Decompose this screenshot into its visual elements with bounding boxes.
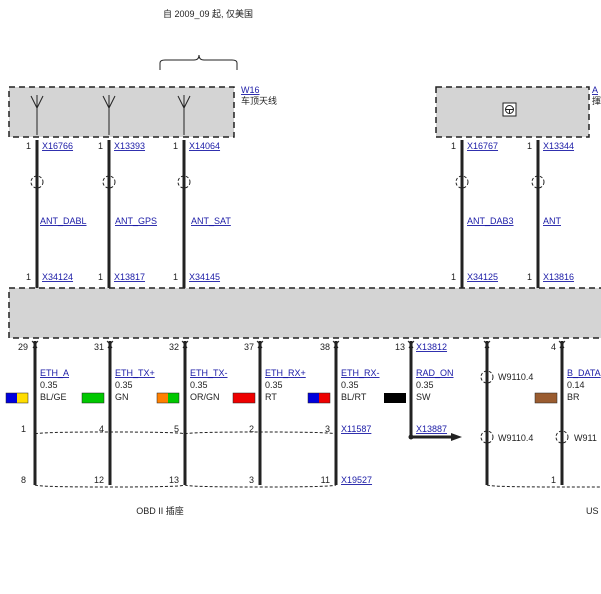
eth-rx-minus-pin-mid: 3 bbox=[325, 424, 330, 434]
obd-socket-label: OBD II 插座 bbox=[136, 505, 184, 516]
header-note: 自 2009_09 起, 仅美国 bbox=[163, 8, 253, 19]
roof-antenna-id-link[interactable]: W16 bbox=[241, 85, 260, 95]
eth-rx-plus-pin-top: 37 bbox=[244, 342, 254, 352]
b-data-signal[interactable]: B_DATA bbox=[567, 368, 601, 378]
antenna-wire-4-top-connector[interactable]: X16767 bbox=[467, 141, 498, 151]
eth-a-signal[interactable]: ETH_A bbox=[40, 368, 69, 378]
eth-tx-plus-size: 0.35 bbox=[115, 380, 133, 390]
rad-on-color-code: SW bbox=[416, 392, 431, 402]
rad-on-pin-top: 13 bbox=[395, 342, 405, 352]
rad-on-size: 0.35 bbox=[416, 380, 434, 390]
eth-rx-plus-pin-mid: 2 bbox=[249, 424, 254, 434]
antenna-wire-2-top-connector[interactable]: X13393 bbox=[114, 141, 145, 151]
antenna-wire-5-signal[interactable]: ANT bbox=[543, 216, 562, 226]
eth-tx-minus-signal[interactable]: ETH_TX- bbox=[190, 368, 228, 378]
antenna-icon-3 bbox=[177, 95, 191, 135]
eth-rx-plus-color-code: RT bbox=[265, 392, 277, 402]
eth-tx-plus-pin-bottom: 12 bbox=[94, 475, 104, 485]
antenna-wire-3-bottom-connector[interactable]: X34145 bbox=[189, 272, 220, 282]
b-data-color-code: BR bbox=[567, 392, 580, 402]
antenna-wire-3-pin-top: 1 bbox=[173, 141, 178, 151]
antenna-wire-3-pin-bottom: 1 bbox=[173, 272, 178, 282]
rad-on-color-swatch bbox=[384, 393, 406, 403]
antenna-wire-1-pin-bottom: 1 bbox=[26, 272, 31, 282]
antenna-wire-1-top-connector[interactable]: X16766 bbox=[42, 141, 73, 151]
b-data-pin-top: 4 bbox=[551, 342, 556, 352]
b-data-pin-bottom: 1 bbox=[551, 475, 556, 485]
eth-a-pin-mid: 1 bbox=[21, 424, 26, 434]
eth-tx-minus-size: 0.35 bbox=[190, 380, 208, 390]
eth-rx-plus-color-swatch bbox=[232, 392, 256, 404]
eth-tx-plus-color-swatch bbox=[81, 392, 105, 404]
eth-rx-minus-pin-bottom: 11 bbox=[321, 475, 330, 485]
antenna-group-brace bbox=[159, 54, 238, 70]
antenna-wire-5-bottom-connector[interactable]: X13816 bbox=[543, 272, 574, 282]
splice-b-label: W9110.4 bbox=[498, 433, 533, 443]
bottom-wire-lines bbox=[33, 341, 569, 485]
right-module-id-link[interactable]: A bbox=[592, 85, 598, 95]
eth-rx-minus-color-swatch bbox=[307, 392, 331, 404]
usb-label: US bbox=[586, 506, 599, 516]
eth-tx-minus-pin-top: 32 bbox=[169, 342, 179, 352]
eth-a-pin-top: 29 bbox=[18, 342, 28, 352]
arrow-target-connector[interactable]: X13887 bbox=[416, 424, 447, 434]
eth-tx-plus-color-code: GN bbox=[115, 392, 129, 402]
eth-tx-plus-signal[interactable]: ETH_TX+ bbox=[115, 368, 155, 378]
antenna-wire-4-pin-bottom: 1 bbox=[451, 272, 456, 282]
eth-tx-minus-color-code: OR/GN bbox=[190, 392, 220, 402]
eth-tx-minus-pin-mid: 5 bbox=[174, 424, 179, 434]
eth-a-color-swatch bbox=[5, 392, 29, 404]
antenna-wire-2-bottom-connector[interactable]: X13817 bbox=[114, 272, 145, 282]
antenna-wire-3-signal[interactable]: ANT_SAT bbox=[191, 216, 231, 226]
antenna-icon-1 bbox=[30, 95, 44, 135]
steering-wheel-icon bbox=[502, 102, 517, 117]
antenna-wire-5-top-connector[interactable]: X13344 bbox=[543, 141, 574, 151]
control-unit-module bbox=[8, 287, 601, 339]
antenna-wire-4-signal[interactable]: ANT_DAB3 bbox=[467, 216, 514, 226]
roof-antenna-module bbox=[8, 86, 235, 138]
eth-rx-plus-pin-bottom: 3 bbox=[249, 475, 254, 485]
obd-connector-link[interactable]: X19527 bbox=[341, 475, 372, 485]
b-data-color-swatch bbox=[534, 392, 558, 404]
antenna-wire-4-bottom-connector[interactable]: X34125 bbox=[467, 272, 498, 282]
eth-tx-plus-pin-top: 31 bbox=[94, 342, 104, 352]
antenna-wire-1-bottom-connector[interactable]: X34124 bbox=[42, 272, 73, 282]
eth-tx-minus-color-swatch bbox=[156, 392, 180, 404]
rad-on-signal[interactable]: RAD_ON bbox=[416, 368, 454, 378]
antenna-wire-lines bbox=[30, 140, 545, 288]
eth-a-pin-bottom: 8 bbox=[21, 475, 26, 485]
eth-tx-plus-pin-mid: 4 bbox=[99, 424, 104, 434]
eth-rx-minus-signal[interactable]: ETH_RX- bbox=[341, 368, 380, 378]
antenna-wire-3-top-connector[interactable]: X14064 bbox=[189, 141, 220, 151]
splice-a-label: W9110.4 bbox=[498, 372, 533, 382]
antenna-wire-5-pin-bottom: 1 bbox=[527, 272, 532, 282]
antenna-wire-2-pin-bottom: 1 bbox=[98, 272, 103, 282]
right-module-name: 揮 bbox=[592, 95, 601, 106]
antenna-wire-1-pin-top: 1 bbox=[26, 141, 31, 151]
eth-rx-minus-size: 0.35 bbox=[341, 380, 359, 390]
eth-a-size: 0.35 bbox=[40, 380, 58, 390]
eth-rx-minus-color-code: BL/RT bbox=[341, 392, 367, 402]
eth-rx-plus-signal[interactable]: ETH_RX+ bbox=[265, 368, 306, 378]
connector-brackets bbox=[31, 340, 601, 488]
eth-tx-minus-pin-bottom: 13 bbox=[169, 475, 179, 485]
antenna-wire-5-pin-top: 1 bbox=[527, 141, 532, 151]
antenna-icon-2 bbox=[102, 95, 116, 135]
antenna-wire-4-pin-top: 1 bbox=[451, 141, 456, 151]
eth-a-color-code: BL/GE bbox=[40, 392, 67, 402]
antenna-wire-1-signal[interactable]: ANT_DABL bbox=[40, 216, 87, 226]
eth-rx-plus-size: 0.35 bbox=[265, 380, 283, 390]
mid-connector-link[interactable]: X11587 bbox=[341, 424, 371, 434]
upper-right-connector[interactable]: X13812 bbox=[416, 342, 447, 352]
splice-c-label: W911 bbox=[574, 433, 597, 443]
roof-antenna-name: 车顶天线 bbox=[241, 95, 277, 106]
eth-rx-minus-pin-top: 38 bbox=[320, 342, 330, 352]
antenna-wire-2-signal[interactable]: ANT_GPS bbox=[115, 216, 157, 226]
b-data-size: 0.14 bbox=[567, 380, 585, 390]
antenna-wire-2-pin-top: 1 bbox=[98, 141, 103, 151]
